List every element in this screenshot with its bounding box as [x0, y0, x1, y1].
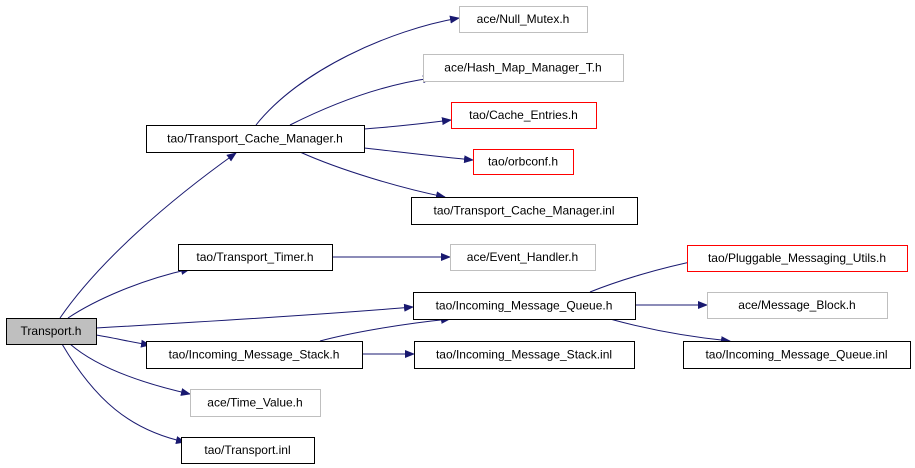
node-label: tao/Transport_Timer.h [196, 250, 313, 264]
node-box [178, 244, 333, 271]
edge-imq_h-to-pmu_h [589, 257, 701, 293]
node-box [683, 341, 911, 369]
node-box [414, 341, 635, 369]
node-transport-h[interactable]: Transport.h [6, 318, 97, 345]
edge-tcm_h-to-hash_map [289, 75, 433, 126]
node-label: ace/Event_Handler.h [467, 250, 578, 264]
node-label: tao/Incoming_Message_Queue.h [436, 299, 613, 313]
node-tcm-h[interactable]: tao/Transport_Cache_Manager.h [146, 125, 365, 153]
node-label: ace/Time_Value.h [207, 396, 302, 410]
node-box [146, 125, 365, 153]
node-box [459, 6, 588, 33]
node-ims-inl[interactable]: tao/Incoming_Message_Stack.inl [414, 341, 635, 369]
node-label: tao/Incoming_Message_Stack.inl [436, 348, 612, 362]
edge-tcm_h-to-cache_entries [363, 117, 452, 130]
node-label: tao/Transport_Cache_Manager.inl [434, 204, 615, 218]
node-event-handler: ace/Event_Handler.h [450, 244, 596, 271]
node-label: tao/Incoming_Message_Queue.inl [705, 348, 887, 362]
node-box [190, 389, 321, 417]
nodes-layer: Transport.h tao/Transport_Cache_Manager.h… [6, 6, 911, 464]
node-label: tao/Cache_Entries.h [469, 108, 578, 122]
node-transport-inl[interactable]: tao/Transport.inl [181, 437, 315, 464]
edge-transport_h-to-timer_h [67, 267, 191, 319]
edge-ims_h-to-imq_h [319, 315, 451, 342]
node-box [181, 437, 315, 464]
node-box [411, 197, 638, 225]
node-label: ace/Hash_Map_Manager_T.h [444, 61, 601, 75]
node-box [687, 245, 908, 272]
edge-transport_h-to-imq_h [95, 303, 414, 329]
node-label: tao/orbconf.h [488, 155, 558, 169]
node-msg-block: ace/Message_Block.h [707, 292, 888, 319]
node-hash-map: ace/Hash_Map_Manager_T.h [423, 54, 624, 82]
node-pmu-h[interactable]: tao/Pluggable_Messaging_Utils.h [687, 245, 908, 272]
node-box [423, 54, 624, 82]
node-box [450, 244, 596, 271]
node-box [473, 149, 574, 175]
node-imq-h[interactable]: tao/Incoming_Message_Queue.h [413, 292, 636, 320]
edges-layer [59, 15, 731, 444]
node-null-mutex: ace/Null_Mutex.h [459, 6, 588, 33]
edge-transport_h-to-ims_h [95, 334, 151, 348]
edge-tcm_h-to-orbconf [363, 147, 474, 164]
node-imq-inl[interactable]: tao/Incoming_Message_Queue.inl [683, 341, 911, 369]
node-label: tao/Transport.inl [204, 443, 290, 457]
node-timer-h[interactable]: tao/Transport_Timer.h [178, 244, 333, 271]
node-label: tao/Incoming_Message_Stack.h [169, 348, 340, 362]
edge-transport_h-to-tcm_h [59, 152, 237, 319]
node-box [451, 102, 597, 129]
node-box [707, 292, 888, 319]
node-orbconf[interactable]: tao/orbconf.h [473, 149, 574, 175]
edge-tcm_h-to-null_mutex [255, 15, 460, 126]
node-box [6, 318, 97, 345]
node-tcm-inl[interactable]: tao/Transport_Cache_Manager.inl [411, 197, 638, 225]
edge-transport_h-to-time_value [69, 343, 191, 396]
node-label: Transport.h [21, 324, 82, 338]
node-label: tao/Pluggable_Messaging_Utils.h [708, 251, 886, 265]
node-time-value: ace/Time_Value.h [190, 389, 321, 417]
node-label: ace/Null_Mutex.h [477, 12, 570, 26]
node-label: ace/Message_Block.h [738, 298, 855, 312]
node-box [413, 292, 636, 320]
node-ims-h[interactable]: tao/Incoming_Message_Stack.h [146, 341, 363, 369]
edge-imq_h-to-imq_inl [609, 318, 731, 345]
node-cache-entries[interactable]: tao/Cache_Entries.h [451, 102, 597, 129]
node-box [146, 341, 363, 369]
edge-tcm_h-to-tcm_inl [299, 151, 446, 200]
node-label: tao/Transport_Cache_Manager.h [167, 132, 343, 146]
edge-transport_h-to-transport_inl [61, 343, 186, 444]
